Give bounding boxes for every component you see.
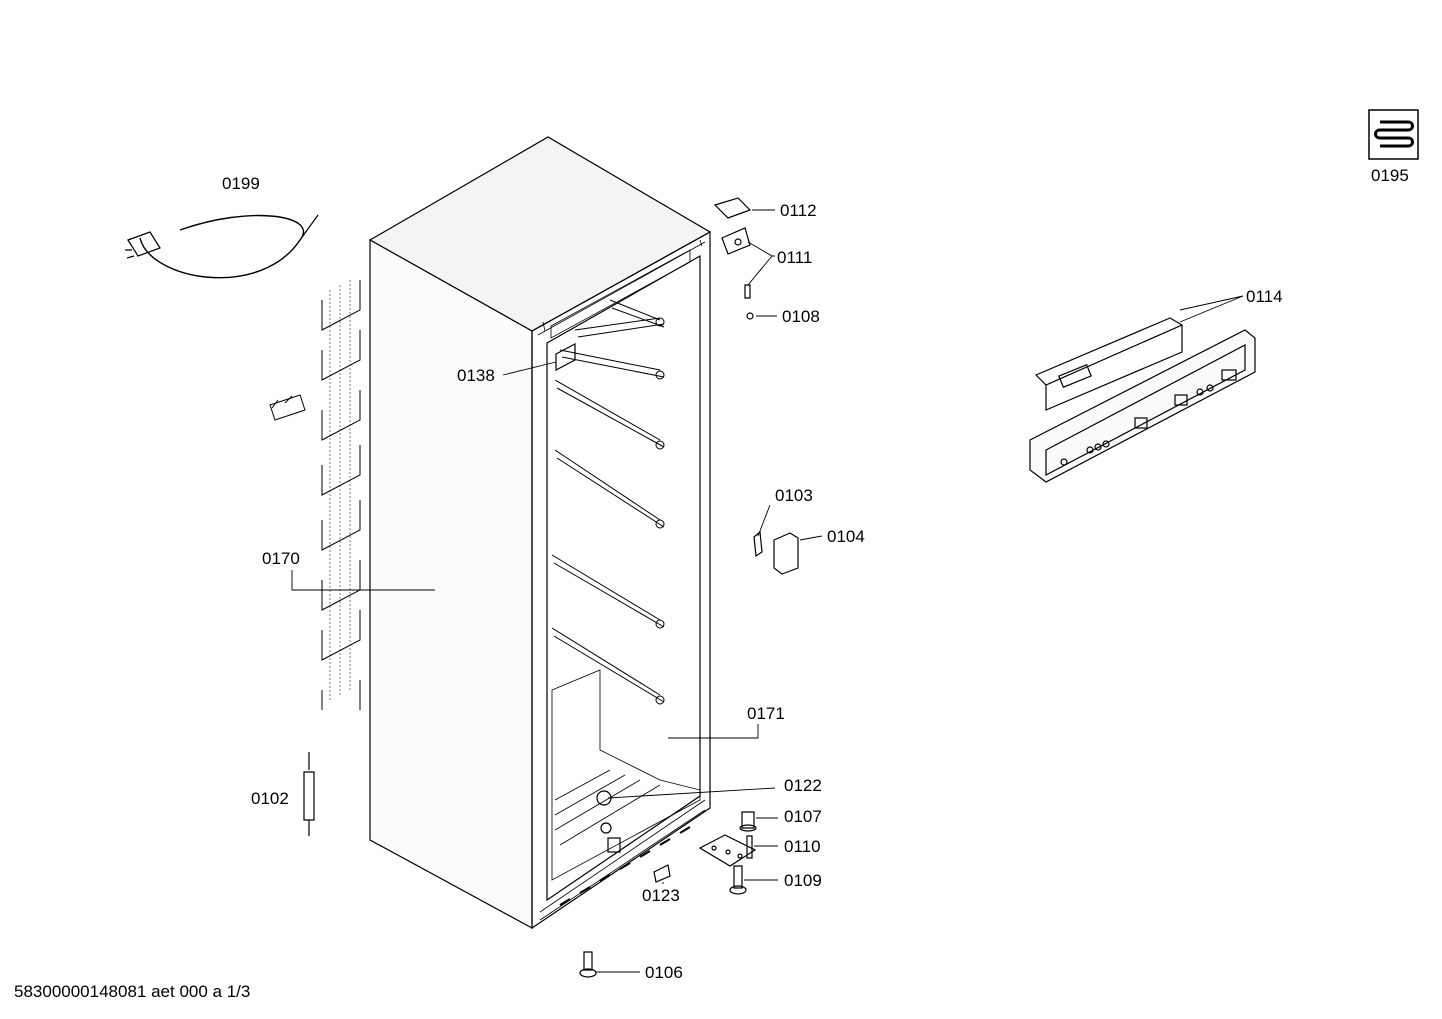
part-label-0199: 0199 [222, 174, 260, 193]
part-label-0122: 0122 [784, 776, 822, 795]
part-label-0114: 0114 [1246, 287, 1283, 306]
part-label-0112: 0112 [780, 201, 817, 220]
part-label-0103: 0103 [775, 486, 813, 505]
control-panel-drawing [1029, 317, 1256, 483]
part-label-0111: 0111 [777, 248, 813, 267]
part-label-0171: 0171 [747, 704, 785, 723]
part-label-0123: 0123 [642, 886, 680, 905]
part-label-0102: 0102 [251, 789, 289, 808]
part-label-0170: 0170 [262, 549, 300, 568]
condenser-coil-drawing [269, 280, 361, 710]
cabinet-drawing [368, 136, 712, 930]
part-label-0109: 0109 [784, 871, 822, 890]
part-label-0107: 0107 [784, 807, 822, 826]
part-label-0104: 0104 [827, 527, 865, 546]
small-parts-drawing [303, 197, 799, 978]
part-label-0195: 0195 [1371, 166, 1409, 185]
part-label-0138: 0138 [457, 366, 495, 385]
part-label-0108: 0108 [782, 307, 820, 326]
power-cord-drawing [125, 214, 319, 279]
part-label-0106: 0106 [645, 963, 683, 982]
leader-lines [291, 209, 1244, 973]
part-label-0110: 0110 [784, 837, 821, 856]
document-id: 58300000148081 aet 000 a 1/3 [14, 982, 251, 1001]
heating-coil-icon [1368, 109, 1419, 160]
